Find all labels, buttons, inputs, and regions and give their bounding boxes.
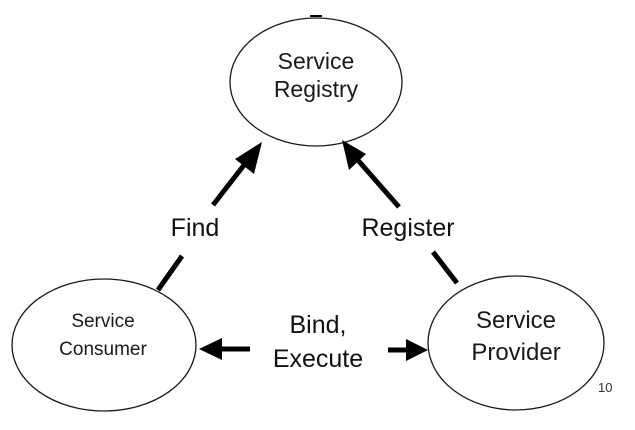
node-service-provider-line-1: Service — [476, 307, 556, 334]
edge-bind-execute: Bind, Execute — [199, 311, 428, 373]
node-service-registry-shape — [229, 17, 403, 147]
node-service-consumer-line-1: Service — [71, 311, 134, 332]
node-service-provider-line-2: Provider — [471, 339, 560, 366]
node-service-provider: Service Provider — [427, 275, 605, 411]
edge-bind-right-arrowhead — [406, 339, 428, 361]
edge-find-lower-segment — [155, 254, 185, 292]
edge-bind-left-arrowhead — [199, 338, 222, 360]
edge-find-arrowhead — [235, 142, 262, 174]
node-service-consumer: Service Consumer — [11, 278, 197, 412]
edge-register-label: Register — [361, 214, 454, 242]
edge-register-lower-segment — [431, 250, 459, 285]
node-service-consumer-shape — [11, 278, 197, 412]
edge-register-upper-segment — [354, 156, 401, 209]
node-service-consumer-line-2: Consumer — [59, 339, 147, 360]
edge-find: Find — [155, 142, 262, 292]
edge-register-arrowhead — [342, 140, 366, 170]
edge-find-label: Find — [171, 214, 220, 242]
node-service-registry-line-1: Service — [278, 48, 355, 74]
edge-bind-label-line-1: Bind, — [290, 311, 347, 339]
edge-find-upper-segment — [211, 158, 250, 207]
edge-register: Register — [342, 140, 459, 285]
edge-bind-label-line-2: Execute — [273, 345, 363, 373]
node-service-registry: Service Registry — [229, 17, 403, 147]
node-service-registry-line-2: Registry — [274, 76, 359, 102]
page-number: 10 — [598, 380, 612, 395]
node-service-provider-shape — [427, 275, 605, 411]
